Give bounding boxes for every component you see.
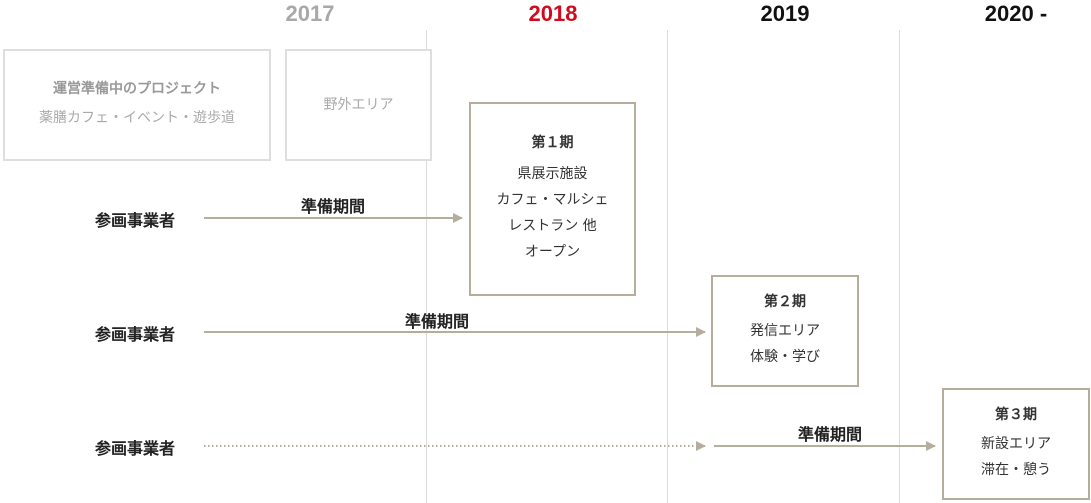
preparation-period-label: 準備期間 — [300, 197, 365, 216]
planned-projects-title: 運営準備中のプロジェクト — [53, 81, 221, 97]
year-2019: 2019 — [760, 1, 810, 26]
outdoor-area-box: 野外エリア — [285, 49, 432, 161]
phase-3-line: 新設エリア — [981, 436, 1051, 452]
phase-2-line: 体験・学び — [750, 349, 820, 365]
phase-3-box: 第３期 新設エリア 滞在・憩う — [942, 388, 1090, 500]
phase-2-title: 第２期 — [764, 294, 806, 310]
phase-1-title: 第１期 — [531, 135, 574, 151]
planned-projects-subtitle: 薬膳カフェ・イベント・遊歩道 — [39, 110, 235, 126]
phase-1-line: 県展示施設 — [517, 166, 588, 182]
year-2017: 2017 — [285, 1, 335, 26]
phase-1-line: カフェ・マルシェ — [496, 192, 609, 208]
row-label-participants: 参画事業者 — [94, 325, 175, 344]
phase-1-line: レストラン 他 — [508, 218, 597, 234]
phase-1-box: 第１期 県展示施設 カフェ・マルシェ レストラン 他 オープン — [469, 102, 636, 296]
row-label-participants: 参画事業者 — [94, 439, 175, 458]
column-divider — [899, 30, 900, 503]
phase-2-box: 第２期 発信エリア 体験・学び — [711, 275, 859, 387]
column-divider — [667, 30, 668, 503]
year-2018: 2018 — [528, 1, 578, 26]
preparation-period-label: 準備期間 — [797, 425, 862, 444]
phase-3-line: 滞在・憩う — [981, 462, 1051, 478]
planned-projects-box: 運営準備中のプロジェクト 薬膳カフェ・イベント・遊歩道 — [3, 49, 271, 161]
phase-1-line: オープン — [524, 244, 581, 260]
phase-2-line: 発信エリア — [750, 323, 820, 339]
preparation-period-label: 準備期間 — [404, 312, 469, 331]
outdoor-area-label: 野外エリア — [323, 97, 394, 113]
column-divider — [426, 30, 427, 503]
row-label-participants: 参画事業者 — [94, 211, 175, 230]
phase-3-title: 第３期 — [995, 407, 1037, 423]
year-2020: 2020 - — [984, 1, 1048, 26]
